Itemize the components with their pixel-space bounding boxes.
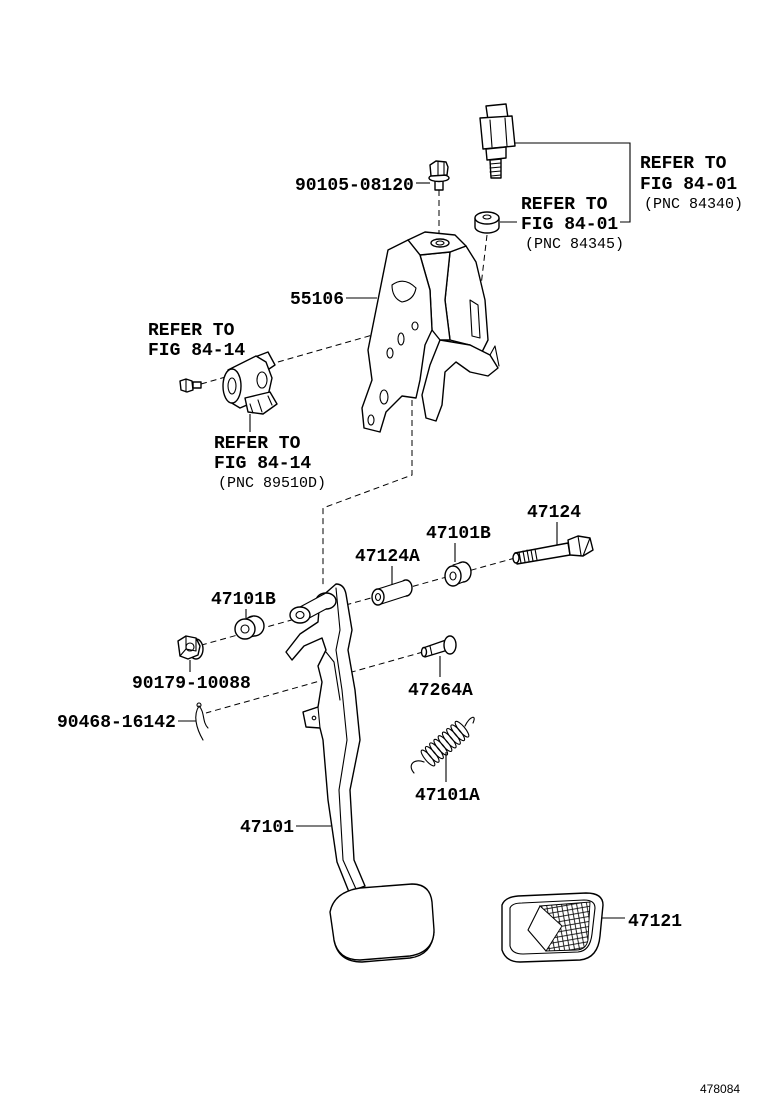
cushion: [474, 211, 500, 234]
cushion-ref-line1: REFER TO: [521, 195, 608, 215]
label-pin: 47264A: [408, 681, 473, 701]
label-bolt-top: 90105-08120: [295, 176, 414, 196]
label-pedal-pad: 47121: [628, 912, 682, 932]
sensor-bracket-ref-line1: REFER TO: [214, 434, 301, 454]
sensor-ref-label: REFER TO FIG 84-14: [148, 321, 245, 361]
figure-id: 478084: [700, 1082, 740, 1096]
label-bushing-right: 47101B: [426, 524, 491, 544]
switch-ref-label: REFER TO FIG 84-01 (PNC 84340): [640, 154, 743, 213]
switch-ref-line2: FIG 84-01: [640, 175, 737, 195]
label-bracket: 55106: [290, 290, 344, 310]
switch-ref-line3: (PNC 84340): [644, 196, 743, 213]
label-nut: 90179-10088: [132, 674, 251, 694]
pivot-nut: [177, 635, 204, 660]
bushing-left: [234, 615, 265, 640]
cushion-ref-label: REFER TO FIG 84-01 (PNC 84345): [521, 195, 624, 253]
sensor-ref-line1: REFER TO: [148, 321, 235, 341]
sensor-bracket-ref-line2: FIG 84-14: [214, 454, 311, 474]
pedal-pin: [420, 635, 457, 658]
pedal-support-bracket: [361, 231, 500, 433]
brake-pedal-arm: [285, 583, 435, 963]
switch-ref-line1: REFER TO: [640, 154, 727, 174]
bushing-right: [444, 561, 472, 587]
return-spring: [410, 716, 475, 774]
sensor-bracket-ref-label: REFER TO FIG 84-14 (PNC 89510D): [214, 434, 326, 492]
switch-ref-bracket-lines: [500, 142, 631, 223]
bracket-mount-bolt: [428, 160, 450, 191]
pedal-pad: [501, 892, 604, 963]
label-collar: 47124A: [355, 547, 420, 567]
stop-lamp-switch: [479, 103, 516, 179]
sensor-bolt: [179, 378, 202, 393]
label-pedal-arm: 47101: [240, 818, 294, 838]
pedal-sensor: [222, 351, 278, 415]
label-pivot-bolt: 47124: [527, 503, 581, 523]
sensor-bracket-ref-line3: (PNC 89510D): [218, 475, 326, 492]
cushion-ref-line3: (PNC 84345): [525, 236, 624, 253]
pivot-bolt: [512, 535, 594, 565]
label-spring: 47101A: [415, 786, 480, 806]
retaining-clip: [195, 702, 209, 741]
label-bushing-left: 47101B: [211, 590, 276, 610]
sensor-ref-line2: FIG 84-14: [148, 341, 245, 361]
label-clip: 90468-16142: [57, 713, 176, 733]
cushion-ref-line2: FIG 84-01: [521, 215, 618, 235]
